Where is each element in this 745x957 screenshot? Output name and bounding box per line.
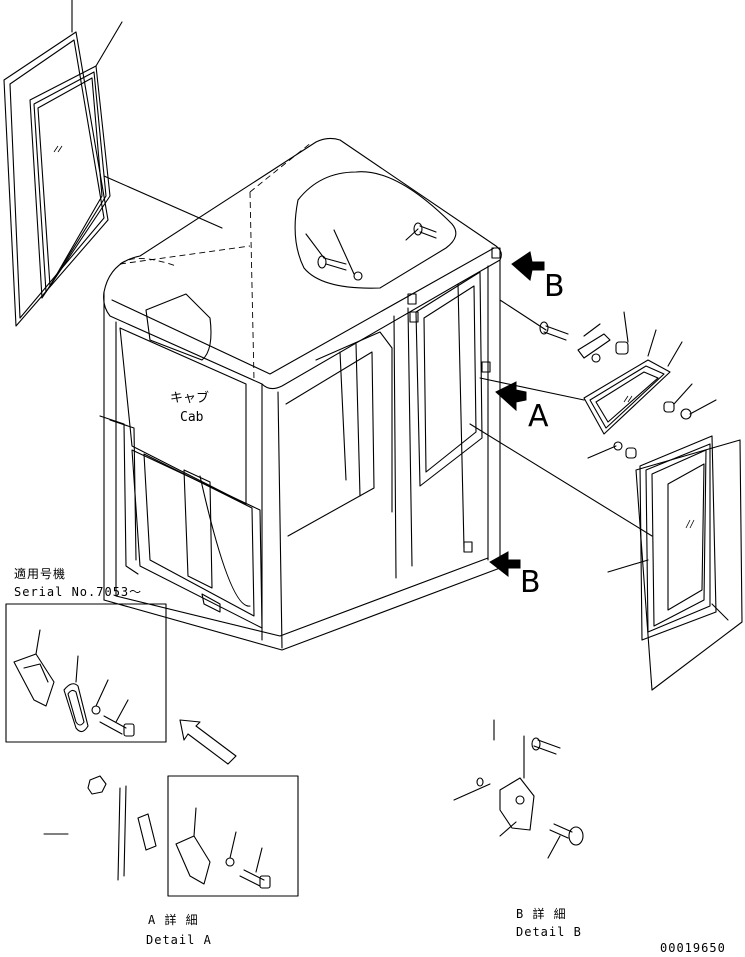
arrow-b-top xyxy=(511,251,545,281)
serial-detail-box xyxy=(5,603,167,743)
callout-b-bottom: B xyxy=(520,565,541,600)
detail-a-jp: A 詳 細 xyxy=(148,912,199,927)
small-rear-window xyxy=(479,359,671,435)
rear-bolts xyxy=(305,222,437,281)
callout-b-top: B xyxy=(544,269,565,304)
detail-a xyxy=(43,775,299,897)
callout-a: A xyxy=(528,399,549,434)
cab-label-jp: キャブ xyxy=(170,390,209,406)
detail-b xyxy=(453,719,584,859)
serial-label-jp: 適用号機 xyxy=(14,566,66,581)
detail-b-en: Detail B xyxy=(516,925,582,939)
cab-body xyxy=(99,137,502,651)
bracket-top xyxy=(407,247,501,553)
right-hardware xyxy=(499,299,717,459)
serial-label-en: Serial No.7053～ xyxy=(14,585,142,599)
detail-a-en: Detail A xyxy=(146,933,212,947)
drawing-number: 00019650 xyxy=(660,941,726,955)
left-side-glass xyxy=(3,0,223,327)
cab-label-en: Cab xyxy=(180,410,204,425)
right-side-glass xyxy=(469,423,743,691)
detail-b-jp: B 詳 細 xyxy=(516,906,567,921)
arrow-b-bottom xyxy=(489,551,521,578)
arrow-a xyxy=(495,381,527,412)
hollow-arrow xyxy=(179,719,237,765)
